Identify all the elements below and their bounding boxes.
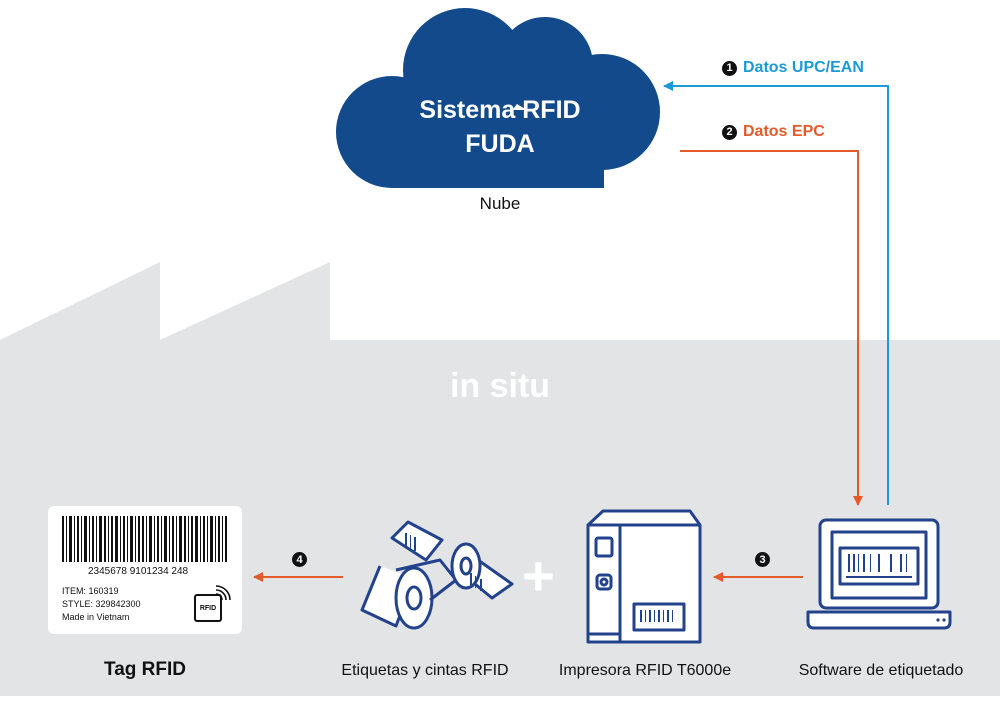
caption-labels: Etiquetas y cintas RFID <box>341 662 509 679</box>
factory-subtitle: in situ <box>449 367 551 405</box>
caption-tag-rfid: Tag RFID <box>104 659 186 680</box>
tag-style: STYLE: 329842300 <box>62 599 141 609</box>
cloud-title-line1: Sistema RFID <box>419 96 581 124</box>
tag-item: ITEM: 160319 <box>62 586 119 596</box>
cloud-caption: Nube <box>479 194 521 213</box>
step-2-label: Datos EPC <box>743 123 825 140</box>
step-3-badge: 3 <box>755 552 770 567</box>
step-1-label: Datos UPC/EAN <box>743 59 864 76</box>
step-1: 1 Datos UPC/EAN <box>722 59 864 77</box>
step-2: 2 Datos EPC <box>722 123 825 141</box>
tag-origin: Made in Vietnam <box>62 612 130 622</box>
factory-title: Fabricante <box>328 279 672 353</box>
barcode-icon <box>62 516 227 562</box>
arrow-upc-ean <box>663 81 889 505</box>
plus-sign: + <box>522 544 555 607</box>
step-2-badge: 2 <box>722 124 737 140</box>
tag-barcode-number: 2345678 9101234 248 <box>88 566 189 577</box>
step-4: 4 <box>292 552 307 567</box>
step-4-badge: 4 <box>292 552 307 567</box>
rfid-chip-icon: RFID <box>194 594 222 622</box>
cloud-title-line2: FUDA <box>465 130 535 158</box>
step-3: 3 <box>755 552 770 567</box>
arrow-epc <box>680 150 863 506</box>
caption-software: Software de etiquetado <box>798 662 964 679</box>
caption-printer: Impresora RFID T6000e <box>558 662 732 679</box>
rfid-waves-icon <box>215 585 231 601</box>
rfid-chip-label: RFID <box>199 604 217 612</box>
step-1-badge: 1 <box>722 60 737 76</box>
rfid-tag-card: 2345678 9101234 248 ITEM: 160319 STYLE: … <box>48 506 242 634</box>
